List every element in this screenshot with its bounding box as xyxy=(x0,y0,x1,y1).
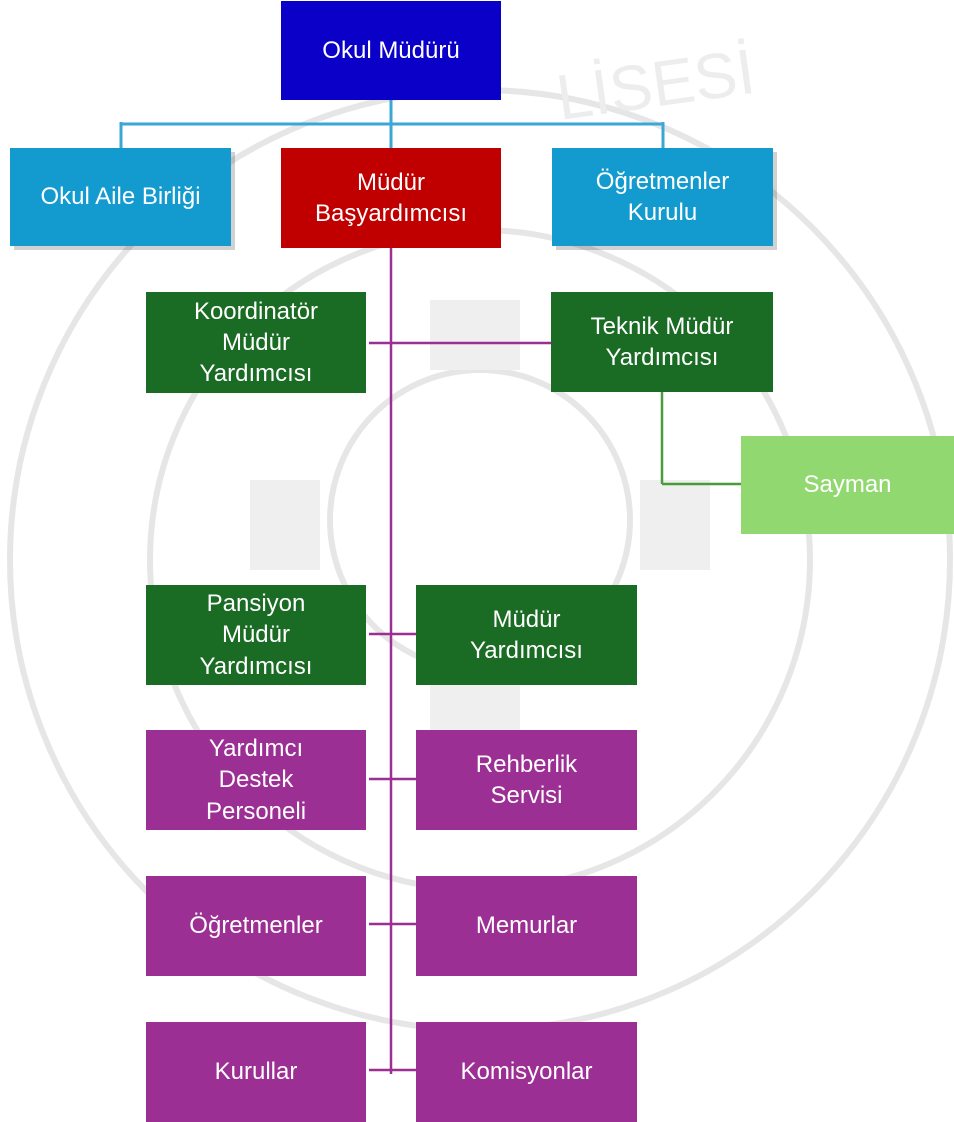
koordinator-mudur-yardimcisi-box: Koordinatör Müdür Yardımcısı xyxy=(146,292,366,393)
mudur-basyardimcisi-box: Müdür Başyardımcısı xyxy=(281,148,501,248)
ogretmenler-kurulu-box: Öğretmenler Kurulu xyxy=(552,148,773,246)
pansiyon-mudur-yardimcisi-box: Pansiyon Müdür Yardımcısı xyxy=(146,585,366,685)
okul-aile-birligi-box: Okul Aile Birliği xyxy=(10,148,231,246)
kurullar-label: Kurullar xyxy=(214,1058,298,1086)
okul-muduru-label: Okul Müdürü xyxy=(322,36,460,64)
sayman-box: Sayman xyxy=(741,436,954,534)
komisyonlar-box: Komisyonlar xyxy=(416,1022,637,1122)
kurullar-box: Kurullar xyxy=(146,1022,366,1122)
rehberlik-servisi-label: Rehberlik Servisi xyxy=(475,750,578,809)
mudur-basyardimcisi-label: Müdür Başyardımcısı xyxy=(314,168,468,227)
rehberlik-servisi-box: Rehberlik Servisi xyxy=(416,730,637,830)
okul-muduru-box: Okul Müdürü xyxy=(281,1,501,100)
ogretmenler-label: Öğretmenler xyxy=(189,912,323,940)
memurlar-label: Memurlar xyxy=(475,912,578,940)
mudur-yardimcisi-label: Müdür Yardımcısı xyxy=(470,605,583,664)
ogretmenler-box: Öğretmenler xyxy=(146,876,366,976)
yardimci-destek-personeli-label: Yardımcı Destek Personeli xyxy=(205,735,307,825)
komisyonlar-label: Komisyonlar xyxy=(460,1058,593,1086)
pansiyon-mudur-yardimcisi-label: Pansiyon Müdür Yardımcısı xyxy=(199,590,313,680)
yardimci-destek-personeli-box: Yardımcı Destek Personeli xyxy=(146,730,366,830)
teknik-mudur-yardimcisi-label: Teknik Müdür Yardımcısı xyxy=(590,312,734,371)
memurlar-box: Memurlar xyxy=(416,876,637,976)
okul-aile-birligi-label: Okul Aile Birliği xyxy=(40,183,201,211)
koordinator-mudur-yardimcisi-label: Koordinatör Müdür Yardımcısı xyxy=(193,297,319,388)
teknik-mudur-yardimcisi-box: Teknik Müdür Yardımcısı xyxy=(551,292,773,392)
mudur-yardimcisi-box: Müdür Yardımcısı xyxy=(416,585,637,685)
sayman-label: Sayman xyxy=(803,471,892,499)
ogretmenler-kurulu-label: Öğretmenler Kurulu xyxy=(595,167,730,226)
